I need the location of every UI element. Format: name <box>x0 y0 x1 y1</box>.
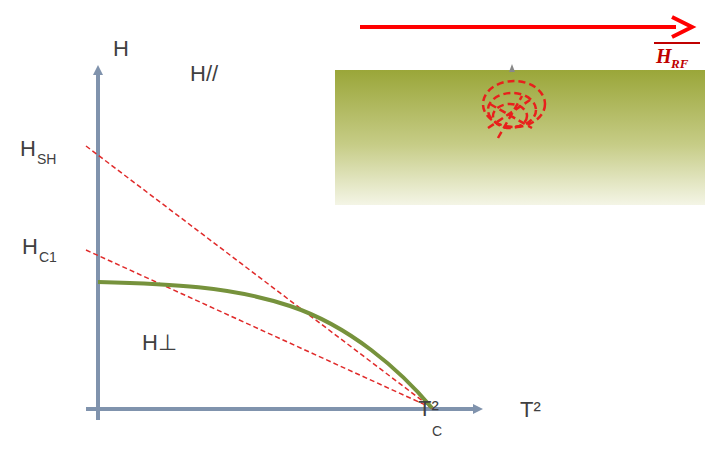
region-label: H// <box>190 63 218 85</box>
field-label: H <box>22 236 38 258</box>
vortex-loops <box>483 81 545 138</box>
temperature-label: T² <box>418 398 439 420</box>
axis-label: H <box>113 38 129 60</box>
sh-line <box>86 146 432 408</box>
rf-field-label: H <box>656 46 672 66</box>
rf-field-arrowhead <box>672 17 692 37</box>
hc1-line <box>86 250 432 408</box>
transition-curve <box>98 282 432 408</box>
overline <box>654 42 700 44</box>
region-label: H⊥ <box>142 332 177 354</box>
superconductor-slab <box>335 70 705 205</box>
rf-field-arrow <box>360 25 676 29</box>
field-label: H <box>20 138 36 160</box>
tip-marker <box>509 64 515 72</box>
field-subscript: SH <box>37 152 56 166</box>
axis-label: T² <box>520 399 541 421</box>
rf-field-subscript: RF <box>671 57 688 70</box>
temperature-subscript: C <box>432 424 442 438</box>
h-axis <box>96 70 100 420</box>
field-subscript: C1 <box>39 250 57 264</box>
